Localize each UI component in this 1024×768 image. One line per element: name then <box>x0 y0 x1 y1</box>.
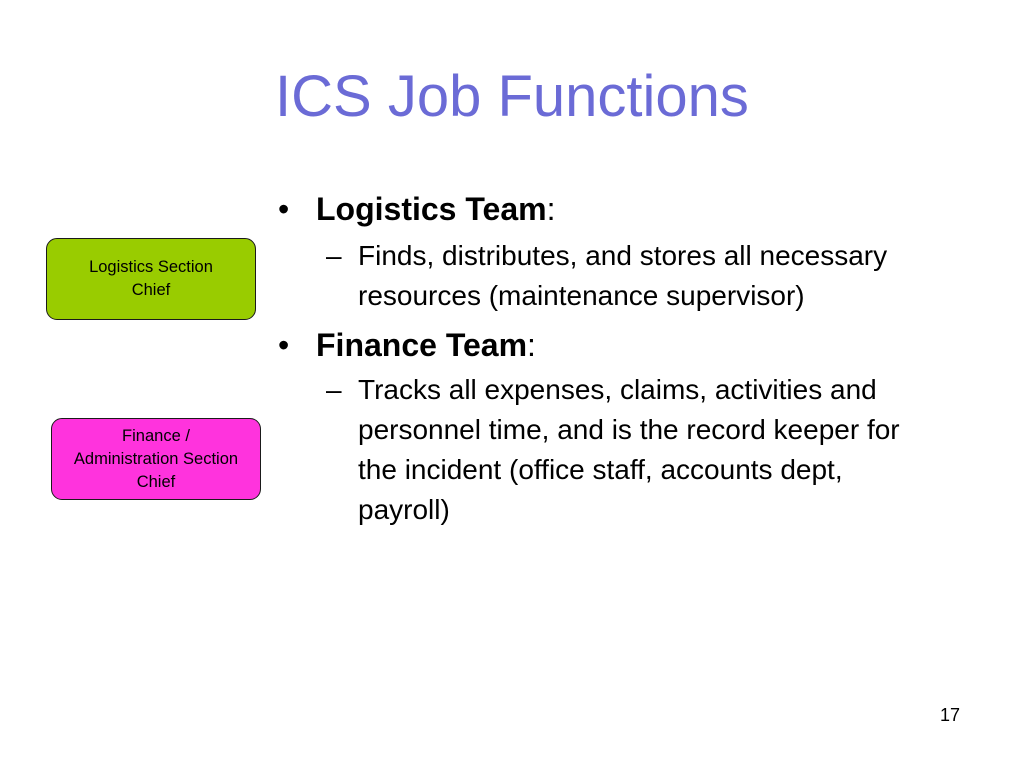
bullet-suffix: : <box>527 327 536 363</box>
bullet-marker: • <box>278 191 290 227</box>
bullet-list: • Logistics Team: – Finds, distributes, … <box>272 188 972 530</box>
finance-admin-section-chief-label: Finance / Administration Section Chief <box>73 426 239 491</box>
bullet-term: Logistics Team <box>316 191 547 227</box>
slide-title: ICS Job Functions <box>275 64 749 129</box>
bullet-term: Finance Team <box>316 327 528 363</box>
sub-bullet-marker: – <box>326 374 342 405</box>
sub-bullet-finance-team: – Tracks all expenses, claims, activitie… <box>326 370 972 530</box>
sub-bullet-text: Tracks all expenses, claims, activities … <box>358 374 900 525</box>
bullet-suffix: : <box>546 191 556 227</box>
bullet-logistics-team: • Logistics Team: <box>272 188 972 230</box>
finance-admin-section-chief-box: Finance / Administration Section Chief <box>51 418 261 500</box>
sub-bullet-marker: – <box>326 240 342 271</box>
page-number: 17 <box>939 705 960 725</box>
bullet-finance-team: • Finance Team: <box>272 324 972 366</box>
sub-bullet-logistics-team: – Finds, distributes, and stores all nec… <box>326 236 972 316</box>
logistics-section-chief-label: Logistics Section Chief <box>89 258 213 299</box>
bullet-marker: • <box>278 327 290 363</box>
logistics-section-chief-box: Logistics Section Chief <box>46 238 256 320</box>
sub-bullet-text: Finds, distributes, and stores all neces… <box>358 240 888 311</box>
